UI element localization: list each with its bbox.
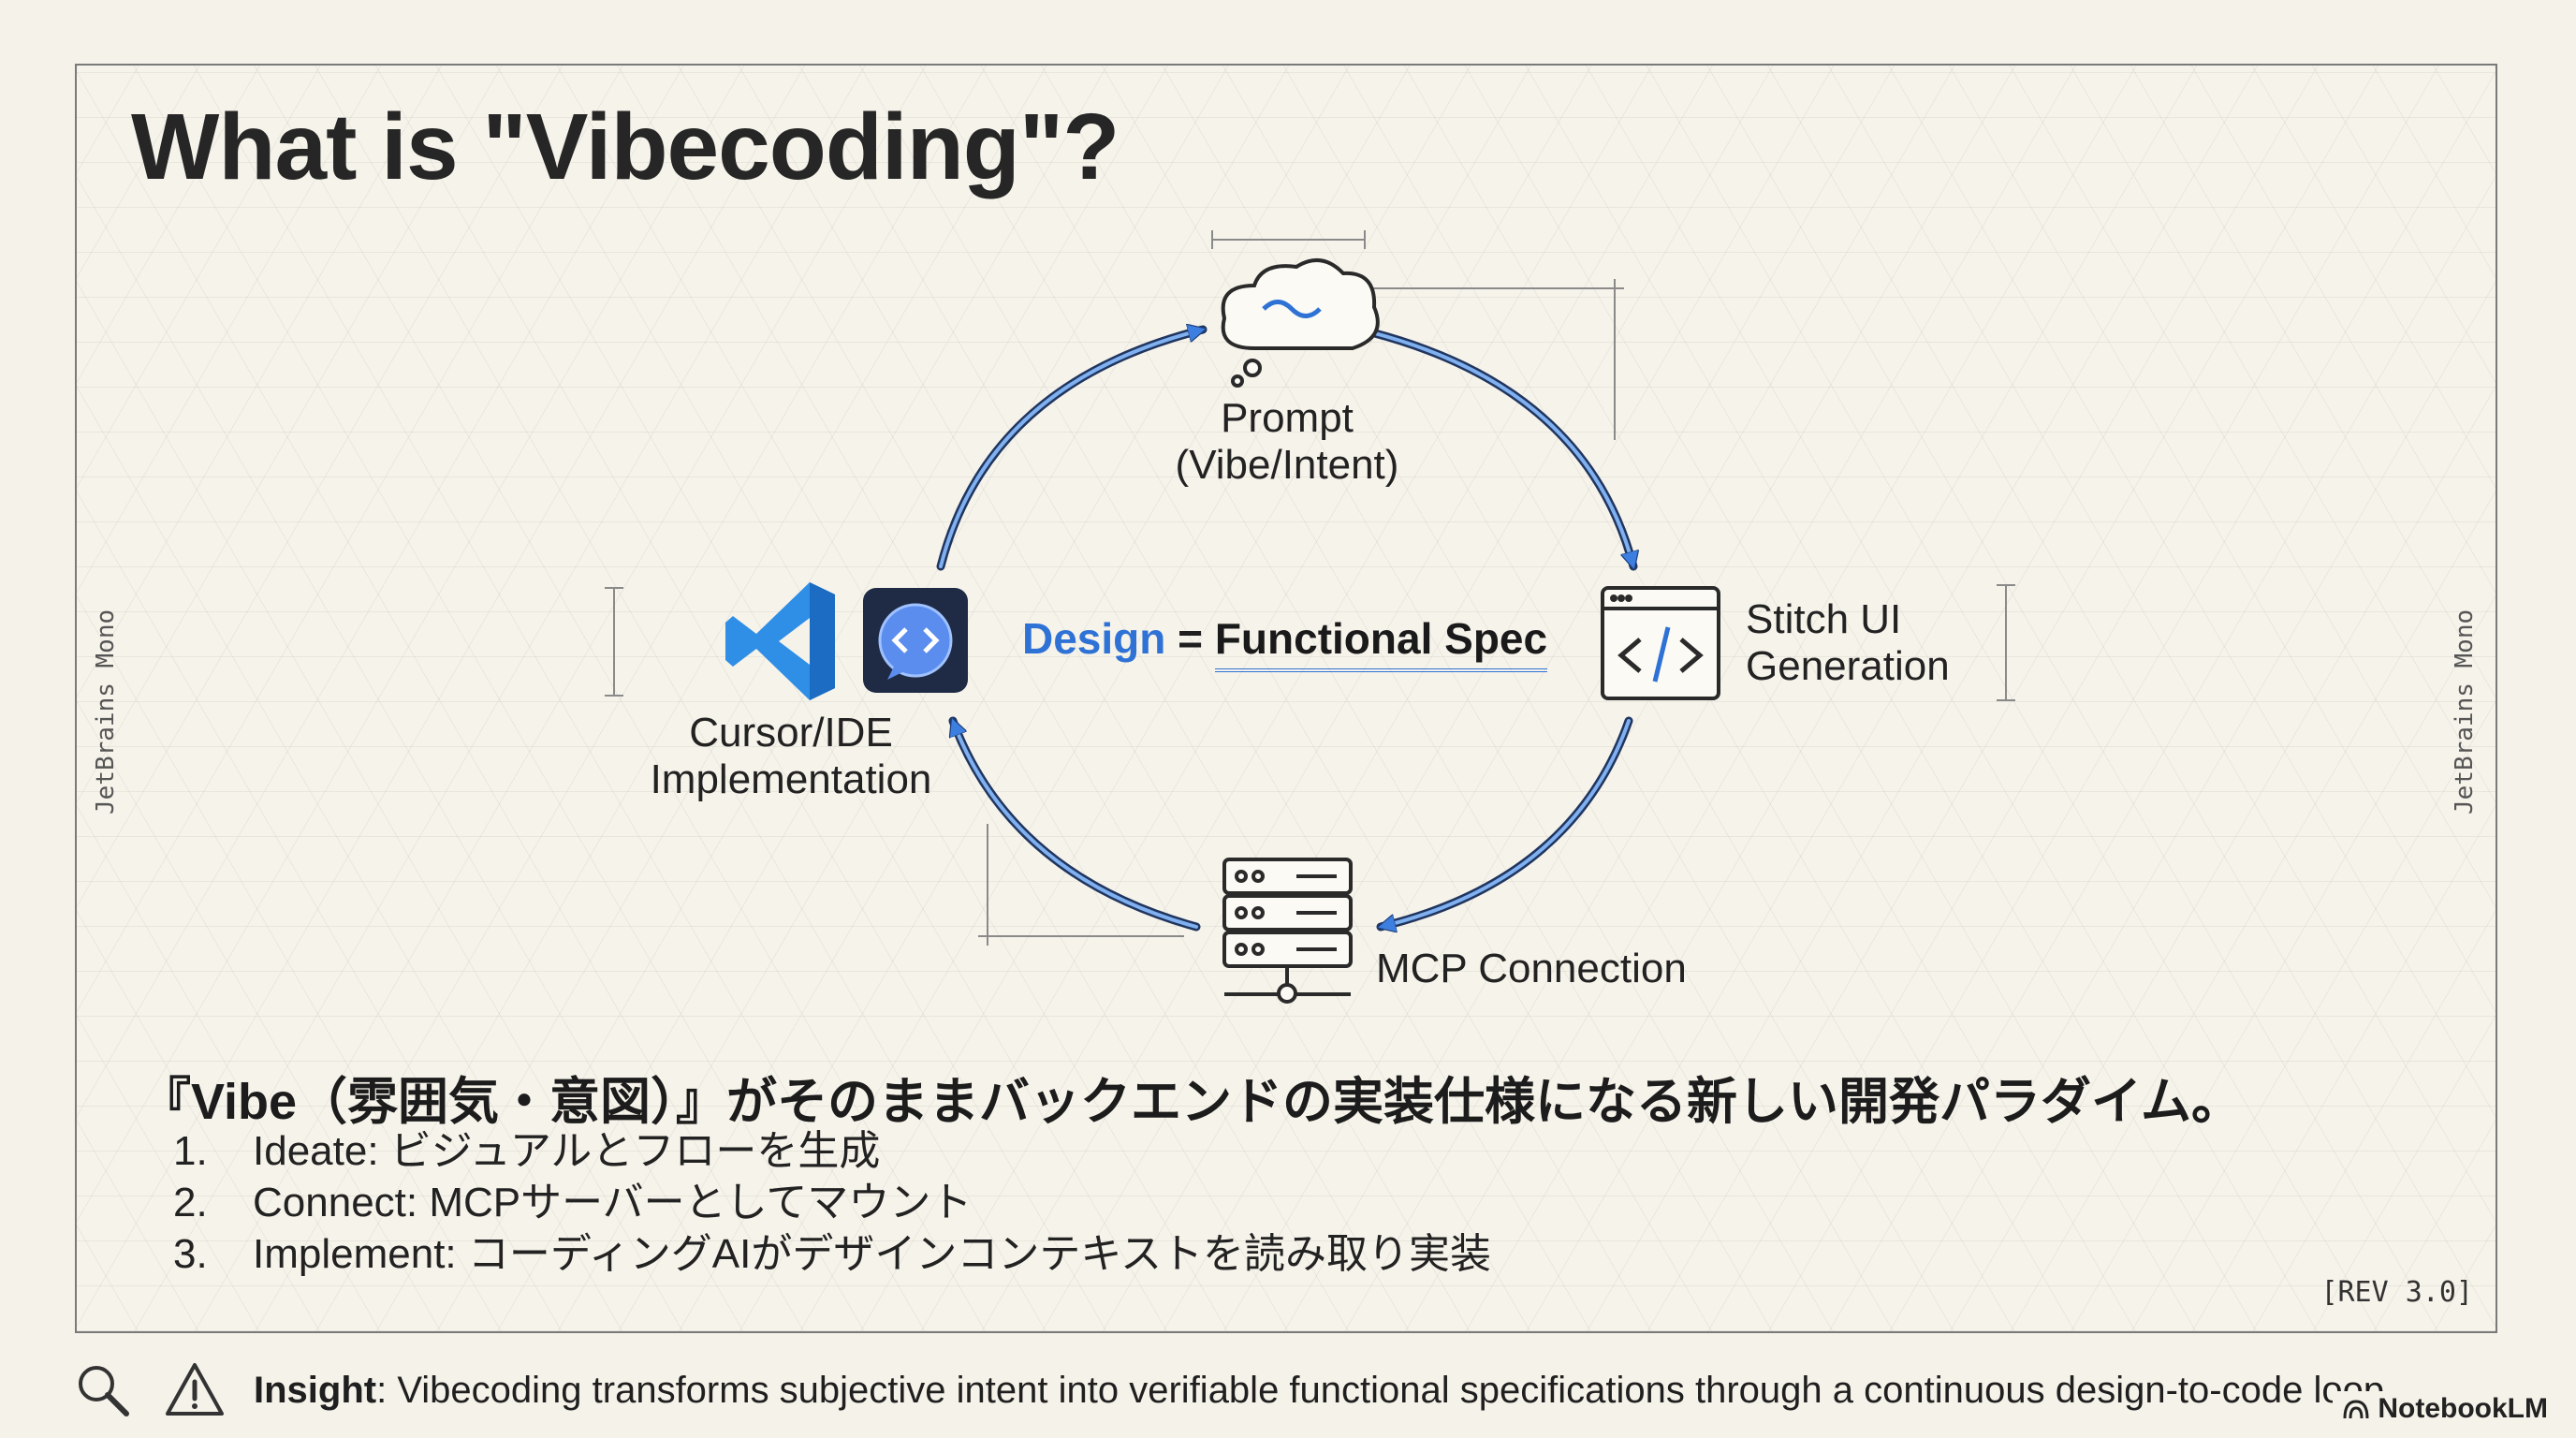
node-label-prompt: Prompt (Vibe/Intent): [1137, 395, 1437, 489]
step-text: Implement: コーディングAIがデザインコンテキストを読み取り実装: [253, 1231, 1492, 1277]
stitch-line1: Stitch UI: [1746, 596, 1902, 642]
node-label-cursor: Cursor/IDE Implementation: [622, 710, 959, 803]
cursor-line1: Cursor/IDE: [689, 710, 893, 756]
prompt-line2: (Vibe/Intent): [1175, 442, 1399, 488]
design-equation: Design = Functional Spec: [1022, 613, 1548, 672]
prompt-line1: Prompt: [1221, 395, 1354, 441]
step-text: Ideate: ビジュアルとフローを生成: [253, 1128, 881, 1174]
mcp-label: MCP Connection: [1376, 946, 1687, 991]
arrow-mcp-to-cursor: [948, 716, 1201, 932]
brand-badge: NotebookLM: [2333, 1391, 2557, 1427]
arrow-stitch-to-mcp: [1376, 716, 1633, 932]
equation-design: Design: [1022, 614, 1166, 663]
list-item: 1. Ideate: ビジュアルとフローを生成: [173, 1125, 1491, 1177]
construction-lines: [605, 230, 2015, 946]
insight-body: : Vibecoding transforms subjective inten…: [376, 1369, 2395, 1411]
insight-footer: Insight: Vibecoding transforms subjectiv…: [70, 1357, 2394, 1423]
step-number: 2.: [173, 1180, 208, 1225]
vscode-icon: [725, 582, 835, 700]
stitch-line2: Generation: [1746, 643, 1950, 689]
slide-title: What is "Vibecoding"?: [131, 95, 1120, 199]
revision-tag: [REV 3.0]: [2320, 1276, 2473, 1309]
server-icon: [1222, 858, 1353, 1004]
brand-name: NotebookLM: [2378, 1393, 2548, 1424]
cycle-arrows: [936, 330, 1633, 932]
magnifier-icon[interactable]: [70, 1357, 136, 1423]
steps-list: 1. Ideate: ビジュアルとフローを生成 2. Connect: MCPサーバ…: [173, 1125, 1491, 1280]
tagline: 『Vibe（雰囲気・意図）』がそのままバックエンドの実装仕様になる新しい開発パラ…: [140, 1074, 2242, 1130]
list-item: 2. Connect: MCPサーバーとしてマウント: [173, 1177, 1491, 1228]
stitch-app-icon: [863, 588, 968, 693]
list-item: 3. Implement: コーディングAIがデザインコンテキストを読み取り実装: [173, 1228, 1491, 1280]
step-number: 3.: [173, 1231, 208, 1277]
step-text: Connect: MCPサーバーとしてマウント: [253, 1180, 973, 1225]
node-label-stitch: Stitch UI Generation: [1746, 596, 2027, 690]
code-window-icon: [1601, 586, 1720, 700]
warning-icon: [166, 1363, 224, 1416]
insight-text: Insight: Vibecoding transforms subjectiv…: [254, 1370, 2394, 1412]
insight-label: Insight: [254, 1369, 377, 1411]
equation-spec: Functional Spec: [1214, 614, 1548, 672]
step-number: 1.: [173, 1128, 208, 1174]
node-label-mcp: MCP Connection: [1376, 946, 1750, 992]
cloud-icon: [1221, 258, 1380, 388]
cursor-line2: Implementation: [650, 756, 932, 802]
equation-equals: =: [1178, 614, 1204, 663]
notebooklm-icon: [2343, 1400, 2369, 1419]
